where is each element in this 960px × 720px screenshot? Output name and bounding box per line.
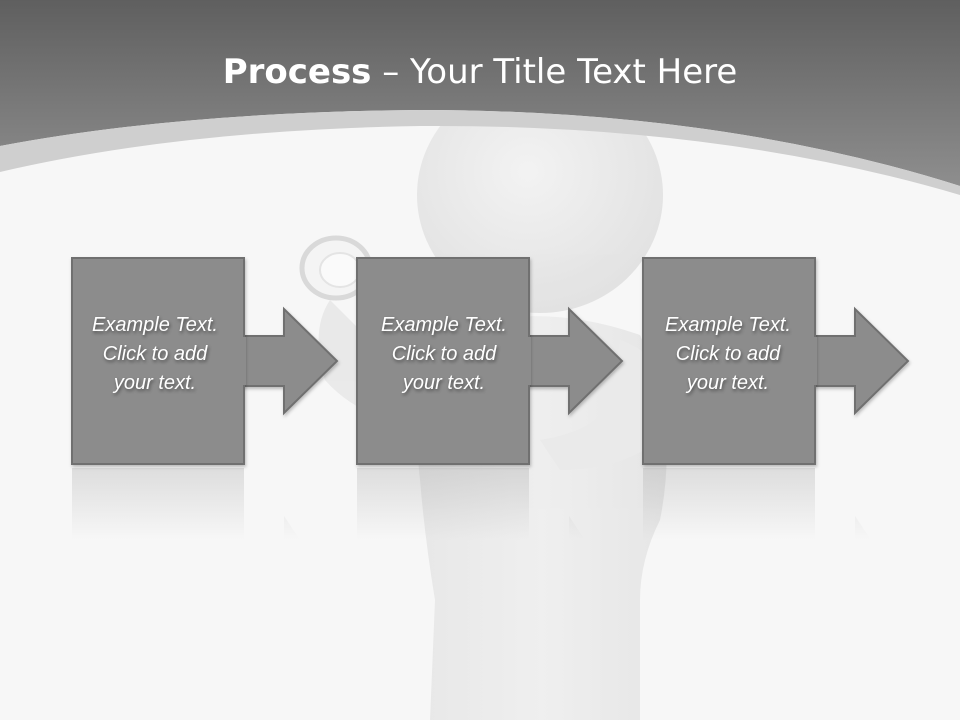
slide-title[interactable]: Process – Your Title Text Here [0,52,960,92]
step-3-text[interactable]: Example Text. Click to add your text. [643,311,813,398]
step-3-line-3: your text. [686,372,770,394]
step-2-arrow[interactable] [524,306,624,416]
step-3-line-1: Example Text. [665,314,791,336]
step-2-reflection [357,468,585,540]
title-bold: Process [222,52,372,92]
step-1-line-1: Example Text. [92,314,218,336]
step-2-line-2: Click to add [391,343,497,365]
step-3-line-2: Click to add [675,343,781,365]
process-step-2[interactable] [356,257,624,540]
step-1-line-2: Click to add [102,343,208,365]
process-step-1[interactable] [71,257,339,540]
step-3-arrow[interactable] [810,306,910,416]
step-1-line-3: your text. [113,372,197,394]
step-1-text[interactable]: Example Text. Click to add your text. [70,311,240,398]
step-2-line-1: Example Text. [381,314,507,336]
step-2-text[interactable]: Example Text. Click to add your text. [359,311,529,398]
title-rest: – Your Title Text Here [371,52,738,92]
step-3-reflection [643,468,871,540]
step-2-line-3: your text. [402,372,486,394]
step-1-arrow[interactable] [239,306,339,416]
step-3-box[interactable] [642,257,816,465]
process-step-3[interactable] [642,257,910,540]
step-1-reflection [72,468,300,540]
